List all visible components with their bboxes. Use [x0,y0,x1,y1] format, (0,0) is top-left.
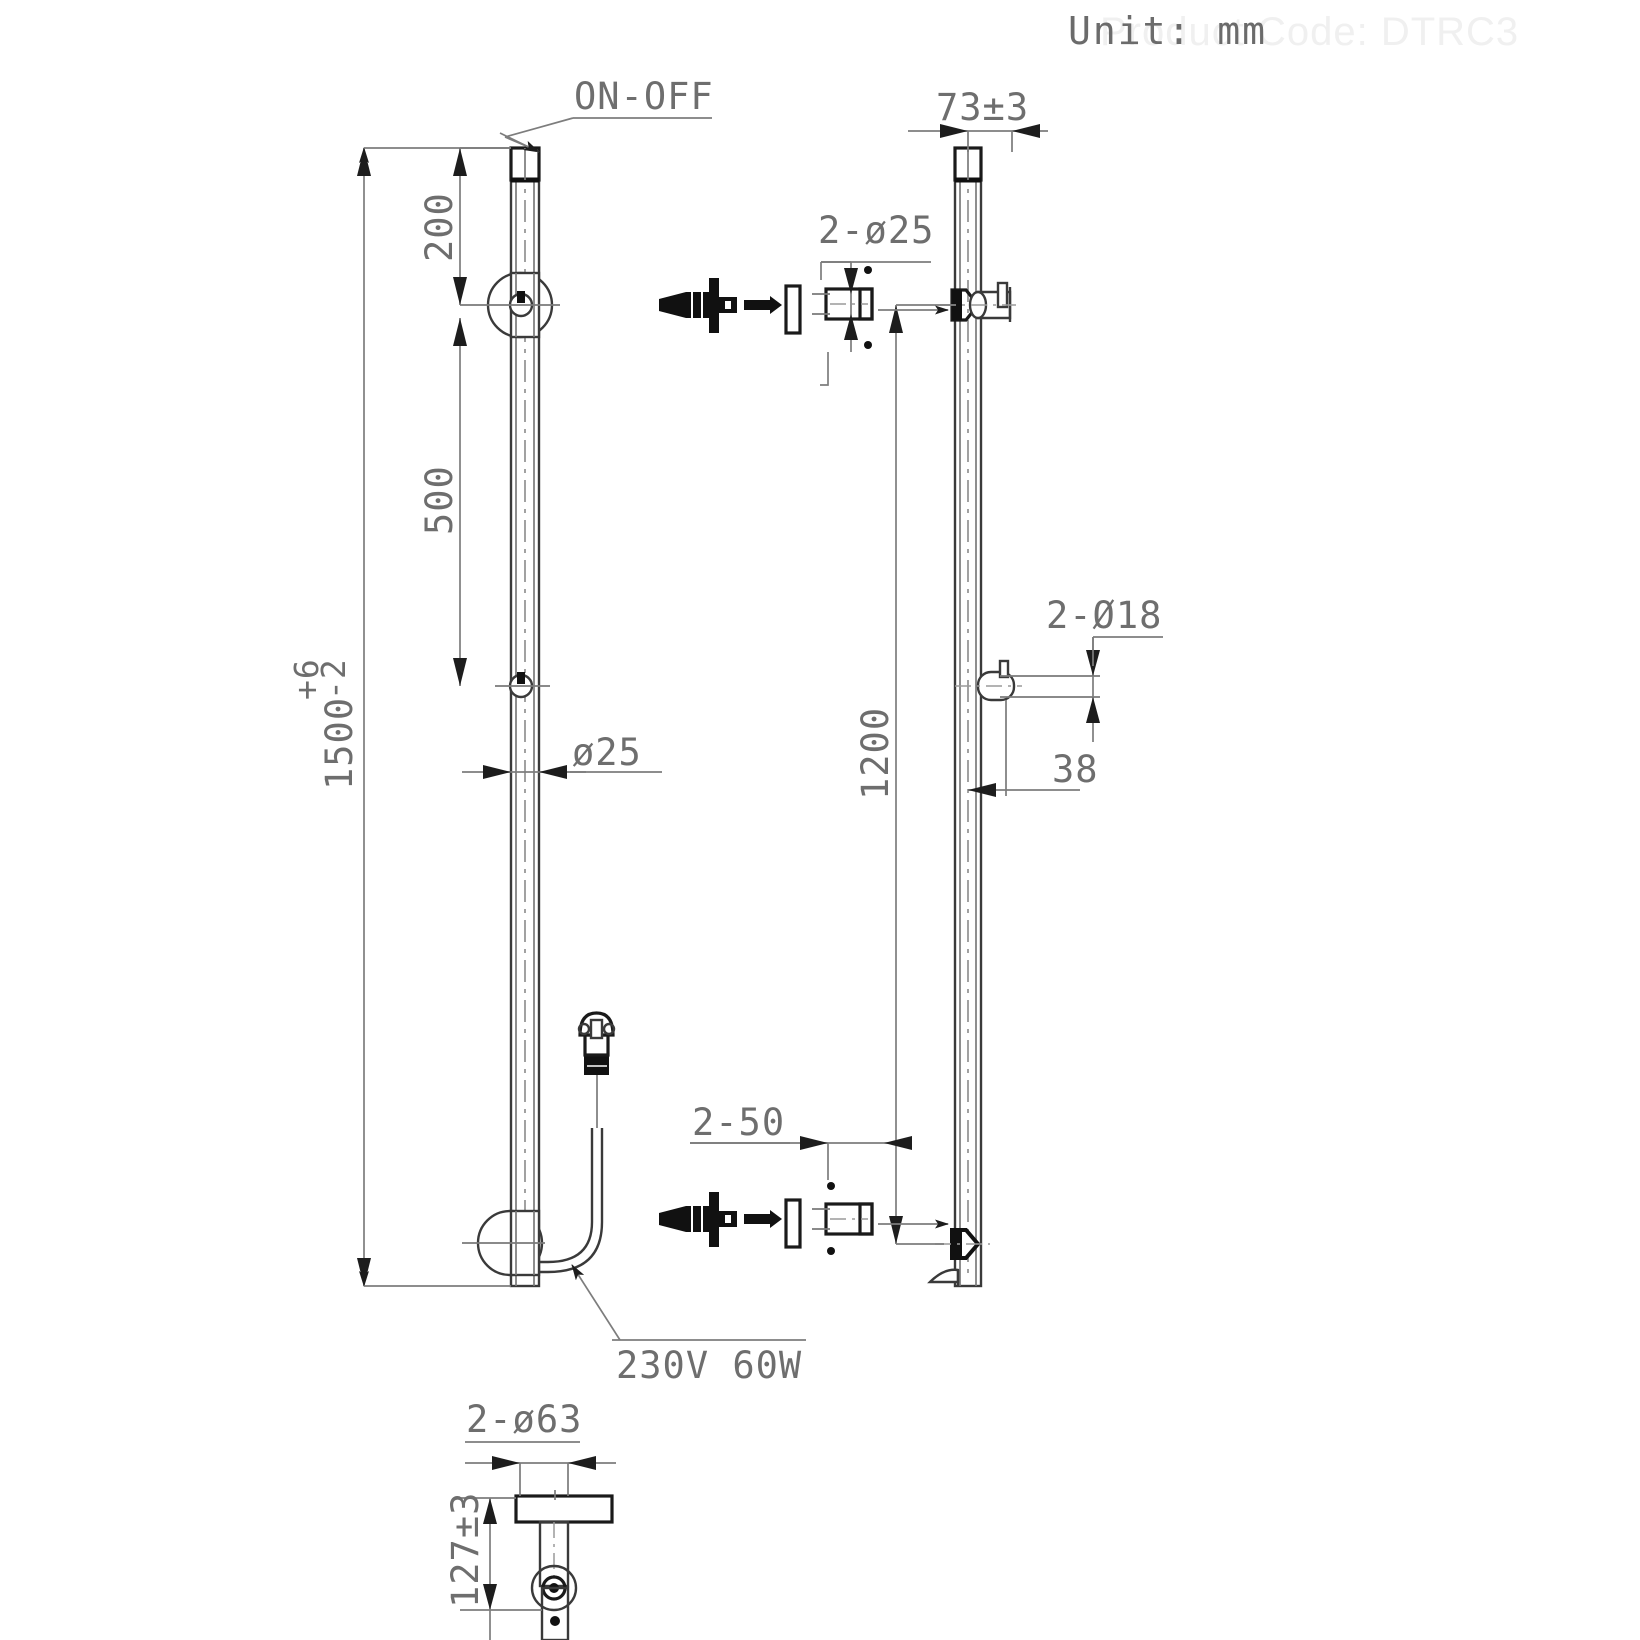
dim-dia63-value: 2-ø63 [466,1398,582,1441]
dim-2-dia25: 2-ø25 [818,209,934,386]
unit-label: Unit: mm [1068,9,1267,53]
overall-tol-plus: +6 [287,658,326,700]
dim-500: 500 [418,318,467,686]
hole-marks-lower [827,1182,835,1255]
bracket-cylinder-upper [812,287,874,321]
mid-bracket-side [955,659,1022,702]
dim-38-value: 38 [1052,748,1099,791]
dim-127-value: 127±3 [444,1492,487,1608]
bracket-cylinder-lower [812,1202,874,1236]
hole-marks-upper [864,266,872,349]
overall-height-value: 1500 [318,697,361,790]
dim-1200: 1200 [854,304,952,1245]
dim-200: 200 [418,147,511,305]
power-cord [539,1060,604,1274]
on-off-label: ON-OFF [574,75,714,118]
gasket-lower [784,1198,802,1249]
power-leader [571,1264,806,1341]
lower-bracket-front [462,1209,545,1277]
wall-anchor-upper [659,292,714,318]
watermark: Product Code: DTRC3 [1100,10,1519,54]
mount-plate-upper [709,278,737,333]
upper-bracket-side [940,281,1016,322]
dim-dia18-value: 2-Ø18 [1046,594,1162,637]
unit-note: Unit: mm [1068,9,1267,53]
on-off-switch[interactable] [509,146,541,183]
dim-73: 73±3 [908,86,1048,152]
dim-38: 38 [968,700,1099,797]
dim-2-50-value: 2-50 [692,1101,785,1144]
mount-plate-lower [709,1192,737,1247]
bracket-detail: 2-ø63 127±3 [444,1398,616,1640]
fitting-detail-upper: 2-ø25 [659,209,949,386]
dim-overall-height: 1500 +6 -2 [287,147,511,1287]
fitting-detail-lower: 2-50 [659,1101,949,1255]
power-plug [577,1011,616,1075]
mid-bracket-front [495,672,550,699]
dim-2-dia18: 2-Ø18 [1000,594,1163,742]
side-top-cap [953,146,983,183]
dim-dia-25: ø25 [462,731,662,779]
dim-dia25-holes-value: 2-ø25 [818,209,934,252]
bracket-flange [514,1490,614,1640]
overall-tol-minus: -2 [314,658,353,700]
dim-500-value: 500 [418,465,461,535]
dim-1200-value: 1200 [854,707,897,800]
screw-upper [744,296,782,314]
dim-2-dia63: 2-ø63 [465,1398,616,1496]
dim-2-50: 2-50 [690,1101,912,1180]
side-view: 73±3 1200 2-Ø18 38 [854,86,1163,1288]
wall-anchor-lower [659,1206,714,1232]
dim-200-value: 200 [418,192,461,262]
gasket-upper [784,284,802,335]
dim-dia25-value: ø25 [572,731,642,774]
lower-bracket-side [927,1228,990,1286]
on-off-leader [499,117,712,153]
front-view: ON-OFF [287,75,806,1387]
pole-body-side [953,146,983,1288]
screw-lower [744,1210,782,1228]
upper-bracket-front [460,271,560,339]
power-label: 230V 60W [616,1344,802,1387]
dim-127: 127±3 [444,1492,542,1640]
watermark-text: Product Code: DTRC3 [1100,10,1519,54]
dim-73-value: 73±3 [936,86,1029,129]
